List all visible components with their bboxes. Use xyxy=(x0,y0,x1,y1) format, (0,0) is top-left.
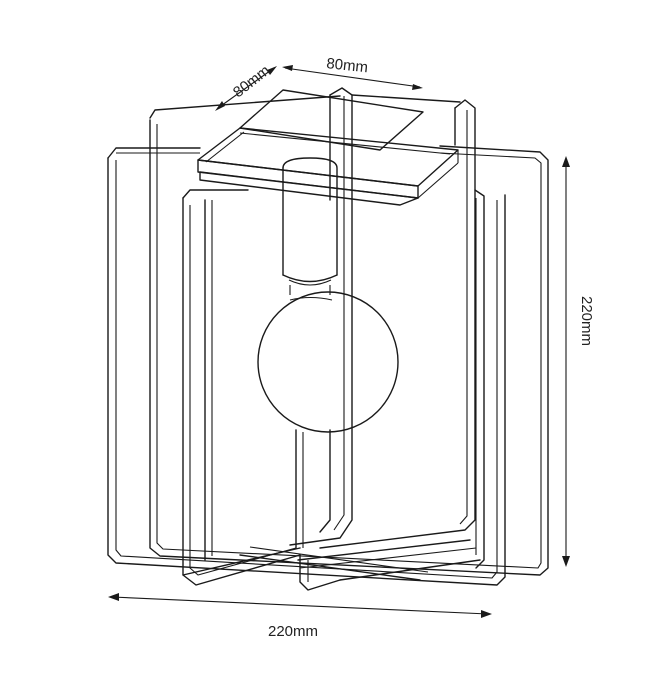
width-dimension: 220mm xyxy=(108,593,492,640)
front-square-frame xyxy=(107,147,506,586)
height-label: 220mm xyxy=(578,296,595,346)
base-width-dimension: 80mm xyxy=(282,55,423,90)
ceiling-base-plate xyxy=(197,89,459,206)
front-u-frame xyxy=(289,87,461,546)
depth-label: 80mm xyxy=(230,62,273,101)
width-label: 220mm xyxy=(268,623,318,640)
bottom-cross-bars xyxy=(182,539,481,581)
base-width-label: 80mm xyxy=(326,55,369,76)
height-dimension: 220mm xyxy=(562,156,595,567)
rear-u-frame xyxy=(319,99,476,549)
globe-bulb xyxy=(257,291,399,549)
inner-frame-left xyxy=(182,189,301,586)
inner-frame-right xyxy=(299,189,485,591)
lamp-socket xyxy=(282,157,338,295)
rear-square-frame xyxy=(149,95,549,576)
